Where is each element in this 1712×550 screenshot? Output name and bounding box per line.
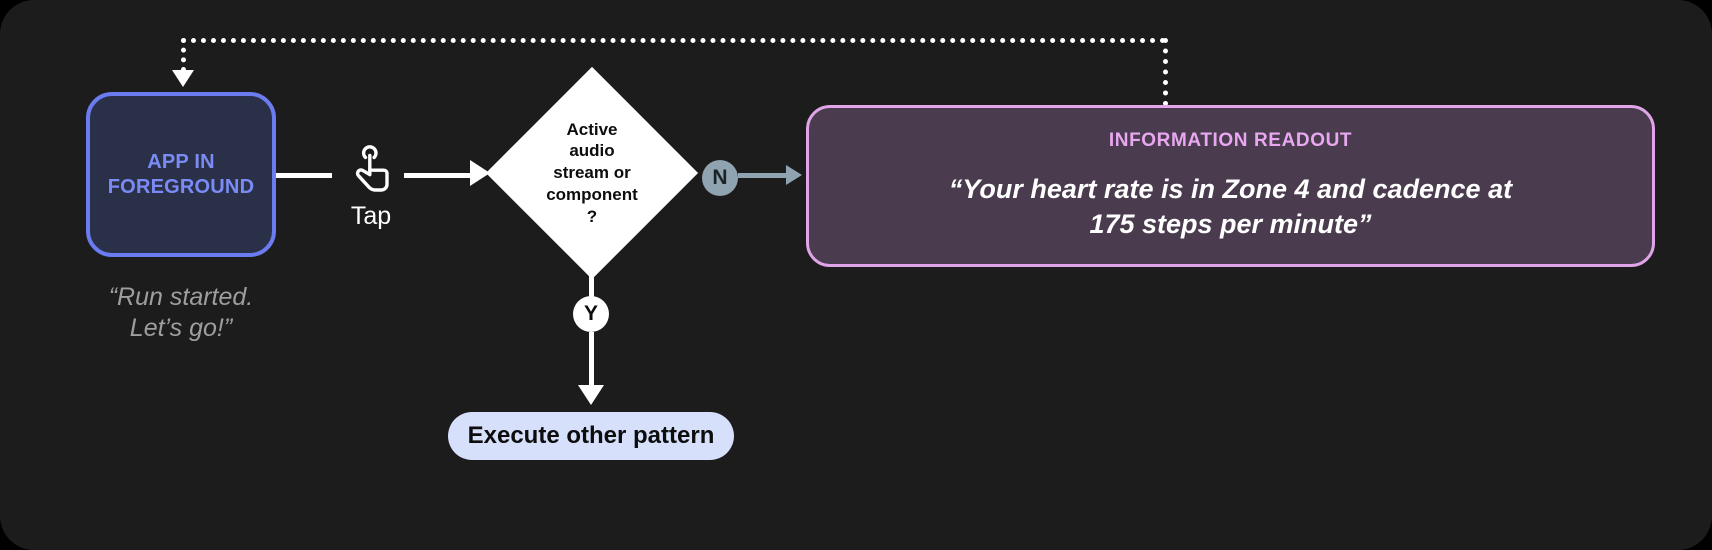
branch-badge-no[interactable]: N: [702, 160, 738, 196]
node-information-readout[interactable]: INFORMATION READOUT “Your heart rate is …: [806, 105, 1655, 267]
decision-label-line5: ?: [586, 206, 598, 226]
readout-body: “Your heart rate is in Zone 4 and cadenc…: [949, 172, 1512, 242]
feedback-dotted-segment-left: [181, 38, 186, 72]
node-app-in-foreground[interactable]: APP IN FOREGROUND: [86, 92, 276, 257]
tap-gesture-label: Tap: [350, 202, 392, 230]
node-execute-other-pattern[interactable]: Execute other pattern: [448, 412, 734, 460]
node-decision-active-audio[interactable]: Active audio stream or component ?: [485, 66, 699, 280]
app-caption-line2: Let’s go!”: [129, 314, 233, 343]
connector-tap-to-decision-arrowhead-icon: [470, 160, 490, 186]
decision-label-line4: component: [546, 184, 638, 204]
node-app-label: APP IN FOREGROUND: [108, 150, 254, 200]
connector-yes-to-execute: [589, 332, 594, 388]
feedback-arrowhead-icon: [172, 70, 194, 87]
connector-no-to-readout: [738, 173, 790, 178]
node-app-label-line1: APP IN: [147, 150, 215, 173]
feedback-dotted-segment-top: [181, 38, 1166, 43]
decision-label: Active audio stream or component ?: [486, 67, 698, 279]
app-caption-line1: “Run started.: [108, 283, 254, 311]
connector-decision-to-yes: [589, 276, 594, 298]
connector-yes-arrowhead-icon: [578, 385, 604, 405]
connector-no-arrowhead-icon: [786, 165, 802, 185]
readout-body-line2: 175 steps per minute”: [1089, 209, 1372, 239]
feedback-dotted-segment-right: [1163, 38, 1168, 106]
decision-label-line1: Active: [566, 119, 618, 139]
node-app-label-line2: FOREGROUND: [107, 175, 255, 198]
readout-body-line1: “Your heart rate is in Zone 4 and cadenc…: [948, 173, 1513, 204]
branch-badge-yes[interactable]: Y: [573, 296, 609, 332]
app-node-caption: “Run started. Let’s go!”: [60, 282, 302, 345]
tap-gesture-icon: [347, 145, 395, 199]
connector-tap-to-decision: [404, 173, 476, 178]
decision-label-line2: audio: [569, 141, 615, 161]
readout-title: INFORMATION READOUT: [1108, 129, 1353, 151]
decision-label-line3: stream or: [553, 163, 631, 183]
gesture-tap: Tap: [330, 143, 412, 229]
connector-app-to-tap: [276, 173, 332, 178]
